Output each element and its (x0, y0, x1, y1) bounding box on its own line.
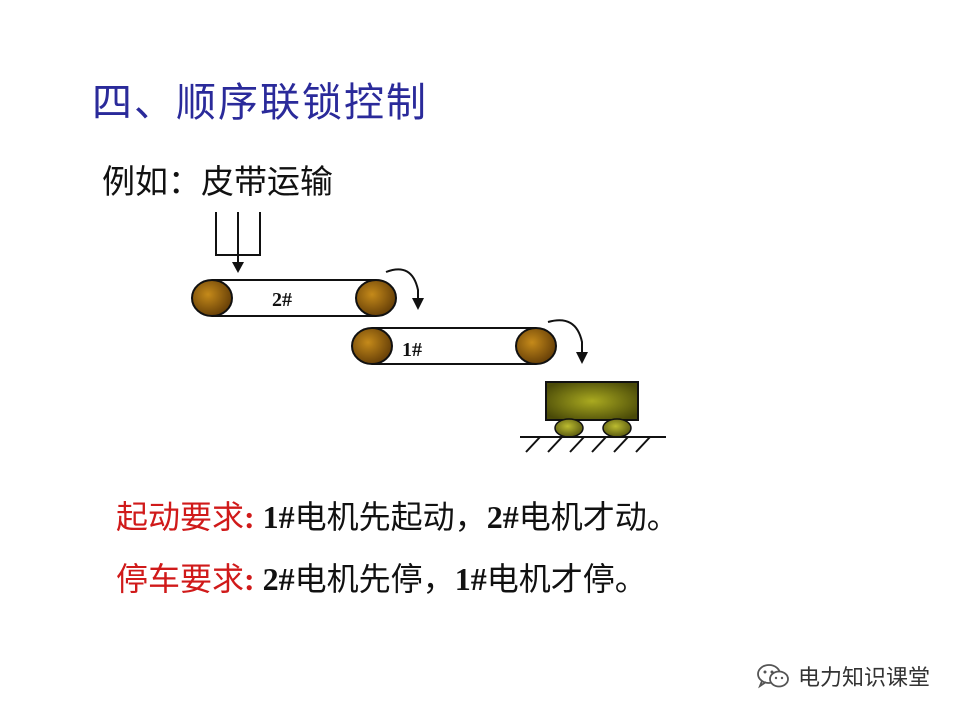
transfer-arrow-2-to-1 (385, 268, 424, 310)
stop-requirement: 停车要求: 2#电机先停，1#电机才停。 (116, 560, 647, 598)
belt-2-left-roller (191, 279, 233, 317)
cart-wheel-left (554, 418, 584, 438)
belt-1: 1# (351, 327, 557, 365)
wechat-icon (757, 664, 789, 689)
watermark-text: 电力知识课堂 (797, 666, 930, 691)
cart-wheel-right (602, 418, 632, 438)
start-requirement-label: 起动要求 (116, 498, 245, 536)
example-caption: 例如：皮带运输 (102, 162, 333, 201)
start-requirement: 起动要求: 1#电机先起动，2#电机才动。 (116, 498, 679, 536)
belt-1-label: 1# (402, 339, 422, 361)
watermark: 电力知识课堂 (756, 660, 930, 692)
mine-cart (520, 381, 666, 453)
hopper (215, 212, 261, 273)
page-title: 四、顺序联锁控制 (92, 80, 428, 126)
belt-2-label: 2# (272, 289, 292, 311)
belt-2: 2# (191, 279, 397, 317)
transfer-arrow-1-to-cart (547, 319, 588, 364)
belt-1-right-roller (515, 327, 557, 365)
belt-1-left-roller (351, 327, 393, 365)
stop-requirement-label: 停车要求 (116, 560, 245, 598)
belt-2-right-roller (355, 279, 397, 317)
